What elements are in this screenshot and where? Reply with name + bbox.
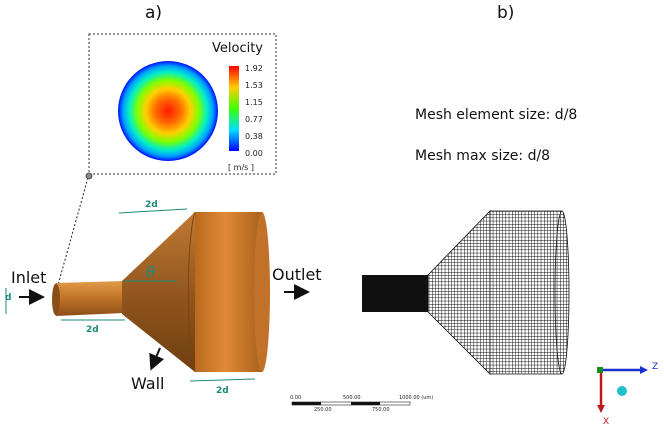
z-axis-label: Z: [652, 362, 658, 372]
meshed-geometry: [362, 210, 570, 375]
outlet-length-line: [189, 378, 256, 382]
cone-length-label: 2d: [145, 200, 158, 210]
cylinder-edge: [187, 211, 196, 373]
axis-triad: Z X: [597, 362, 658, 427]
scale-tick-750: 750.00: [372, 407, 390, 413]
cone-length-line: [118, 208, 188, 214]
mesh-max-size: Mesh max size: d/8: [415, 148, 550, 164]
scale-tick-500: 500.00: [343, 395, 361, 401]
velocity-legend-ticks: 1.92 1.53 1.15 0.77 0.38 0.00: [245, 64, 263, 158]
wall-label: Wall: [131, 374, 165, 393]
dimensions: 2d 2d 2d d θ: [5, 200, 256, 396]
velocity-legend-title: Velocity: [212, 41, 263, 56]
x-axis-arrowhead: [597, 405, 605, 413]
legend-tick-0: 1.92: [245, 64, 263, 73]
cone-section: [122, 212, 195, 372]
inlet-label: Inlet: [11, 268, 46, 287]
legend-tick-3: 0.77: [245, 115, 263, 124]
scale-bar-seg-1: [292, 402, 321, 405]
mesh-cone: [427, 210, 491, 375]
inset-leader-line: [57, 173, 90, 286]
view-sphere: [617, 386, 627, 396]
mesh-outlet-cylinder: [489, 210, 563, 375]
legend-tick-2: 1.15: [245, 98, 263, 107]
legend-tick-4: 0.38: [245, 132, 263, 141]
velocity-legend-bar: [229, 66, 239, 151]
mesh-element-size: Mesh element size: d/8: [415, 107, 577, 123]
panel-a-label: a): [145, 3, 162, 23]
legend-tick-1: 1.53: [245, 81, 263, 90]
inlet-tube: [56, 281, 124, 316]
diffuser-geometry: [52, 211, 270, 373]
wall-arrow: [149, 347, 165, 371]
mesh-inlet-tube: [362, 275, 430, 312]
diameter-label: d: [5, 293, 11, 303]
mesh-outlet-face: [554, 210, 570, 375]
legend-tick-5: 0.00: [245, 149, 263, 158]
x-axis-label: X: [603, 417, 609, 426]
outlet-face: [254, 212, 270, 372]
panel-b-label: b): [497, 3, 514, 23]
inlet-length-label: 2d: [86, 325, 99, 335]
scale-tick-250: 250.00: [314, 407, 332, 413]
z-axis-arrowhead: [640, 366, 648, 374]
velocity-contour-disk: [118, 61, 218, 161]
outlet-label: Outlet: [272, 265, 322, 284]
theta-label: θ: [146, 263, 155, 281]
scale-bar-seg-3: [351, 402, 380, 405]
velocity-legend-unit: [ m/s ]: [228, 163, 254, 172]
scale-bar: 0.00 500.00 1000.00 (um) 250.00 750.00: [290, 395, 433, 413]
inset-probe-point: [85, 172, 93, 180]
outlet-cylinder: [195, 212, 262, 372]
inlet-face: [52, 283, 60, 316]
y-axis-marker: [597, 367, 603, 373]
outlet-length-label: 2d: [216, 386, 229, 396]
scale-tick-0: 0.00: [290, 395, 301, 401]
scale-tick-1000: 1000.00 (um): [399, 395, 433, 401]
